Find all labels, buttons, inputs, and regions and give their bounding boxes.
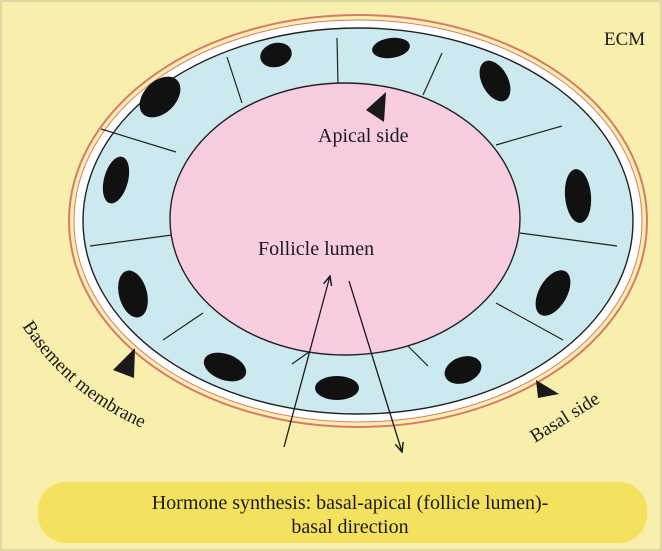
follicle-lumen [170, 83, 520, 355]
apical-side-label: Apical side [318, 125, 409, 147]
follicle-lumen-label: Follicle lumen [258, 238, 374, 260]
caption-line-1: Hormone synthesis: basal-apical (follicl… [152, 492, 549, 514]
caption-line-2: basal direction [291, 516, 408, 538]
nucleus [315, 376, 359, 400]
ecm-label: ECM [604, 29, 645, 50]
